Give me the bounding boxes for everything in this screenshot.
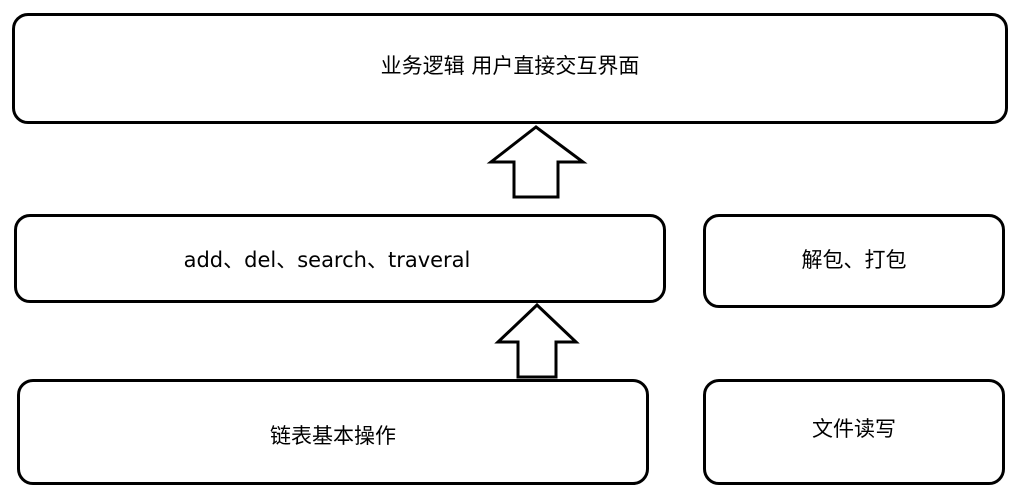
file-read-write-box: 文件读写: [703, 379, 1005, 485]
pack-unpack-box: 解包、打包: [703, 214, 1005, 308]
linked-list-basic-label: 链表基本操作: [270, 424, 396, 448]
pack-unpack-label: 解包、打包: [801, 247, 907, 272]
linked-list-operations-box: add、del、search、traveral: [14, 214, 666, 303]
business-logic-box: 业务逻辑 用户直接交互界面: [12, 13, 1008, 124]
linked-list-basic-box: 链表基本操作: [17, 379, 649, 485]
file-read-write-label: 文件读写: [812, 417, 896, 441]
linked-list-operations-label: add、del、search、traveral: [183, 247, 471, 272]
up-arrow-list-to-ops: [494, 302, 580, 379]
up-arrow-ops-to-top: [486, 125, 588, 199]
business-logic-label: 业务逻辑 用户直接交互界面: [380, 53, 640, 78]
